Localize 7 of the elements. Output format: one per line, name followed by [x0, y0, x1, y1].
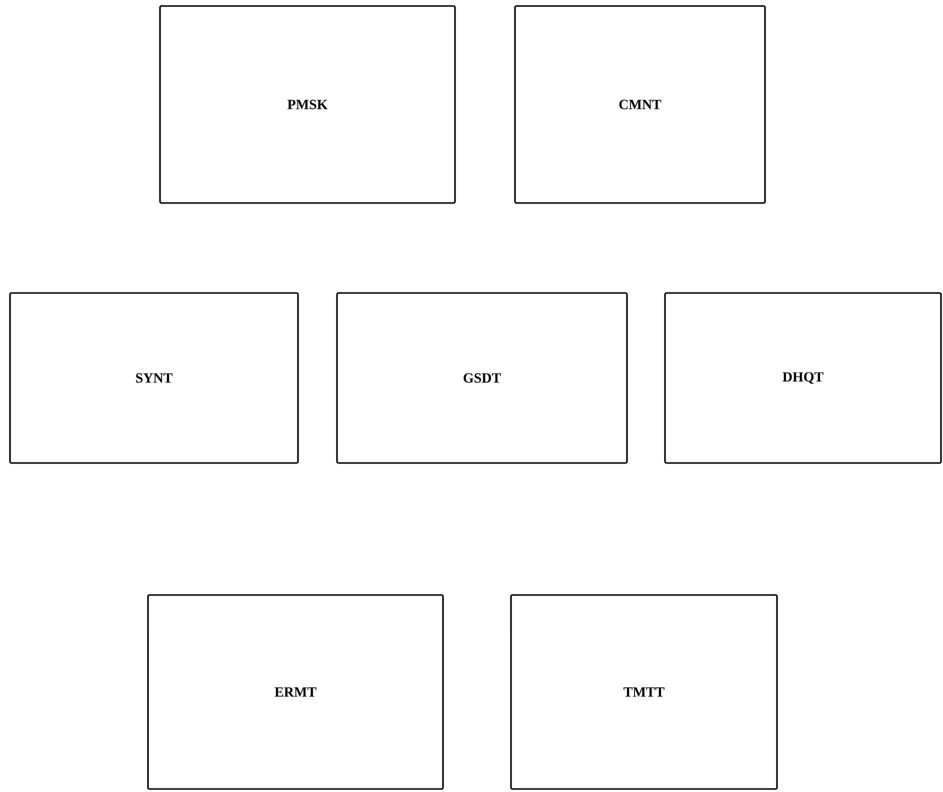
process-box: ERMT [147, 594, 444, 790]
process-box: DHQT [664, 292, 942, 464]
process-box: TMTT [510, 594, 778, 790]
process-box: SYNT [9, 292, 299, 464]
process-box: GSDT [336, 292, 628, 464]
process-box: CMNT [514, 5, 766, 204]
process-box: PMSK [159, 5, 456, 204]
